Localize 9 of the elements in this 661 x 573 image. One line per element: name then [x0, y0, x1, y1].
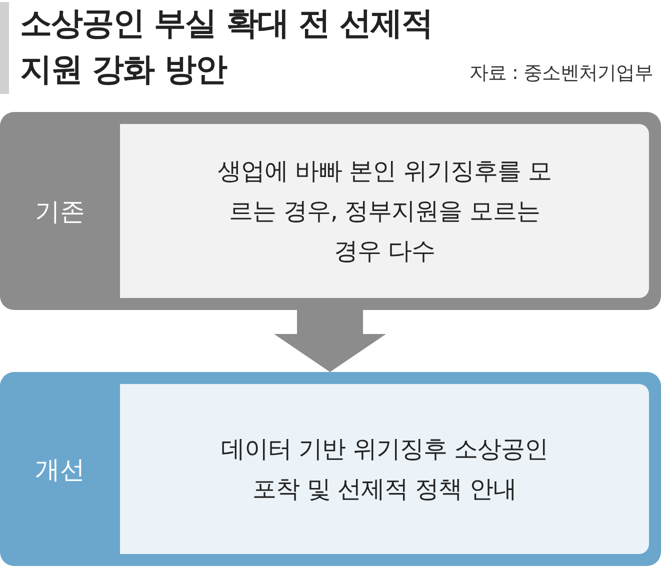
- step-label: 개선: [35, 454, 85, 486]
- step-box: [0, 372, 661, 566]
- step-label: 기존: [35, 196, 85, 228]
- arrow: [274, 310, 386, 372]
- description: 생업에 바빠 본인 위기징후를 모르는 경우, 정부지원을 모르는 경우 다수: [216, 156, 552, 267]
- source-note: 자료 : 중소벤처기업부: [470, 61, 653, 86]
- title: 소상공인 부실 확대 전 선제적 지원 강화 방안: [20, 3, 434, 90]
- description: 데이터 기반 위기징후 소상공인 포착 및 선제적 정책 안내: [220, 434, 549, 505]
- step-box: [0, 112, 661, 310]
